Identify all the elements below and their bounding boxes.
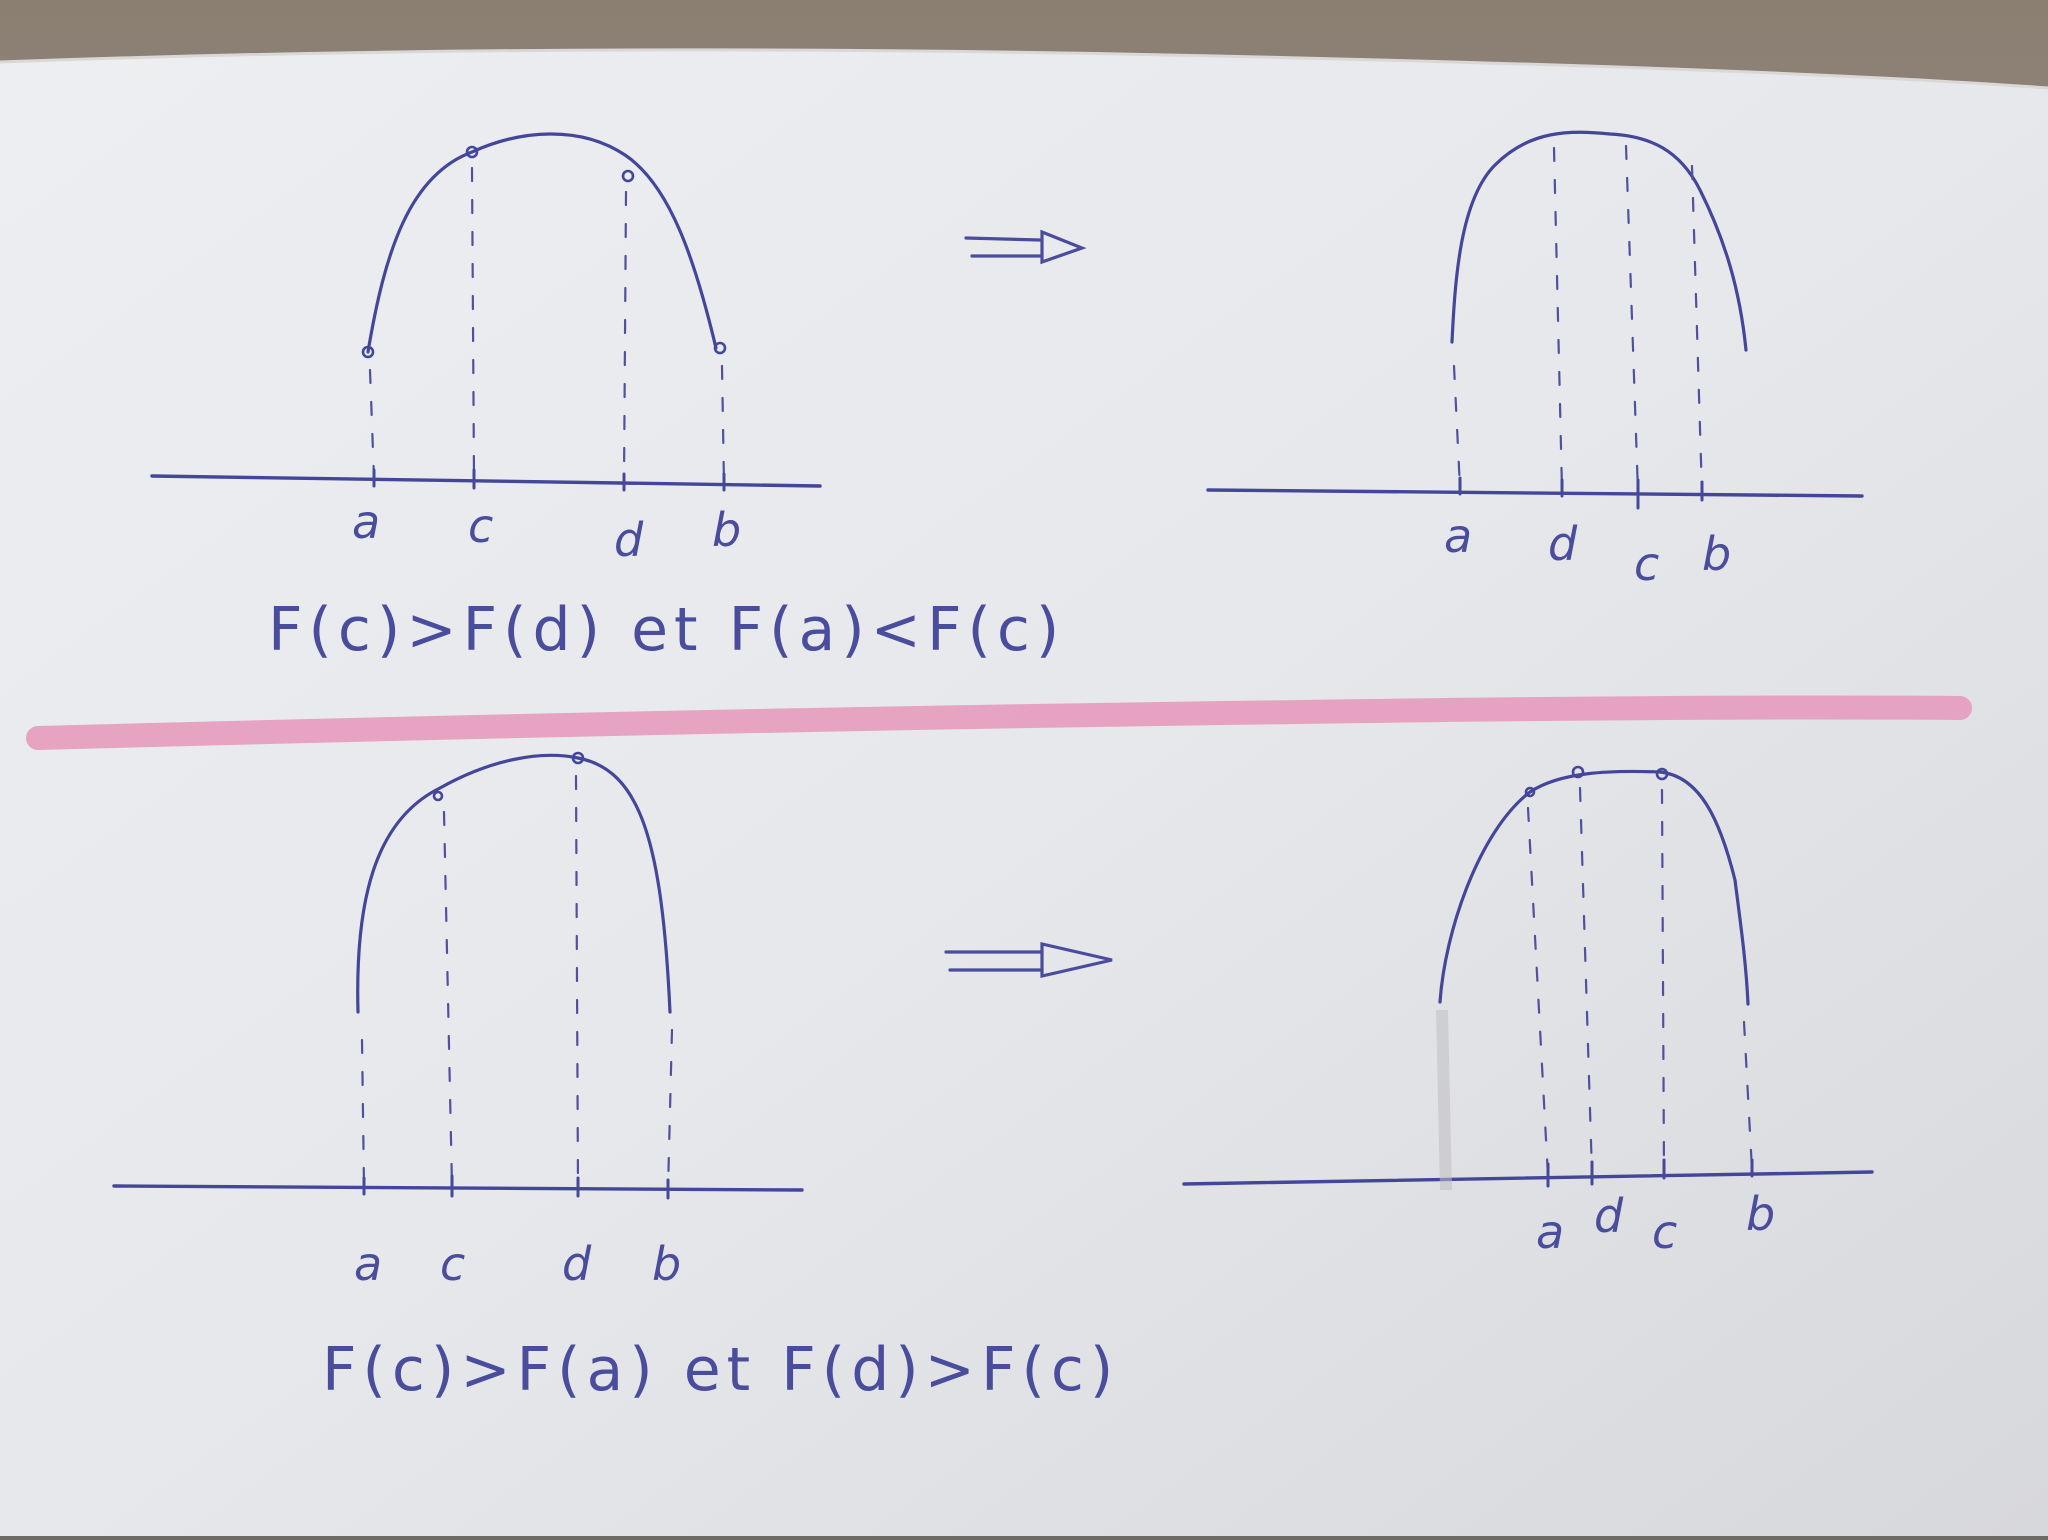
point-d: [1571, 765, 1585, 779]
point-c: [432, 790, 444, 802]
panel-bottom-left: a c d b F(c)>F(a) et F(d)>F(c): [112, 751, 1119, 1405]
implies-arrow-top: [964, 229, 1087, 265]
axis-line: [1182, 1170, 1874, 1186]
dash-c: [1624, 144, 1640, 494]
curve-arc: [366, 132, 718, 354]
label-c: c: [468, 499, 493, 553]
label-d: d: [1548, 517, 1578, 571]
curve-arc: [1438, 769, 1750, 1006]
label-c: c: [1652, 1205, 1677, 1259]
condition-text: F(c)>F(a) et F(d)>F(c): [322, 1335, 1119, 1405]
label-c: c: [1634, 537, 1659, 591]
label-b: b: [1702, 527, 1731, 581]
dash-b: [666, 1028, 674, 1192]
dash-b: [1742, 1020, 1754, 1172]
implies-arrow-bottom: [944, 941, 1113, 979]
label-b: b: [1746, 1187, 1775, 1241]
point-a: [361, 345, 375, 359]
axis-line: [112, 1184, 804, 1192]
dash-c: [470, 166, 476, 480]
dash-d: [574, 774, 580, 1190]
panel-top-left: a c d b F(c)>F(d) et F(a)<F(c): [150, 132, 1065, 665]
label-b: b: [652, 1237, 681, 1291]
label-a: a: [1444, 509, 1472, 563]
axis-line: [1206, 488, 1864, 498]
paper-edge: [0, 48, 2048, 90]
curve-arc: [1450, 130, 1748, 352]
panel-bottom-right: a d c b: [1182, 765, 1874, 1259]
label-a: a: [354, 1237, 382, 1291]
point-a: [1524, 786, 1536, 798]
label-b: b: [712, 503, 741, 557]
dash-a: [1452, 364, 1462, 490]
dash-d: [1578, 786, 1594, 1176]
point-d: [621, 169, 635, 183]
label-d: d: [614, 513, 644, 567]
condition-text: F(c)>F(d) et F(a)<F(c): [268, 595, 1065, 665]
dash-c: [1660, 788, 1666, 1174]
dash-b: [720, 364, 726, 486]
label-a: a: [352, 495, 380, 549]
curve-arc: [356, 753, 672, 1014]
point-c: [1655, 767, 1669, 781]
erased-mark: [1436, 1010, 1452, 1190]
label-c: c: [440, 1237, 465, 1291]
label-a: a: [1536, 1205, 1564, 1259]
axis-line: [150, 474, 822, 488]
dash-a: [360, 1038, 366, 1188]
point-d: [571, 751, 585, 765]
label-d: d: [562, 1237, 592, 1291]
label-d: d: [1594, 1189, 1624, 1243]
paper-sheet: [0, 49, 2048, 1536]
pink-separator-line: [26, 695, 1972, 750]
dash-b: [1690, 164, 1704, 496]
point-b: [713, 341, 727, 355]
panel-top-right: a d c b: [1206, 130, 1864, 591]
dash-d: [1552, 146, 1564, 492]
point-c: [465, 145, 479, 159]
